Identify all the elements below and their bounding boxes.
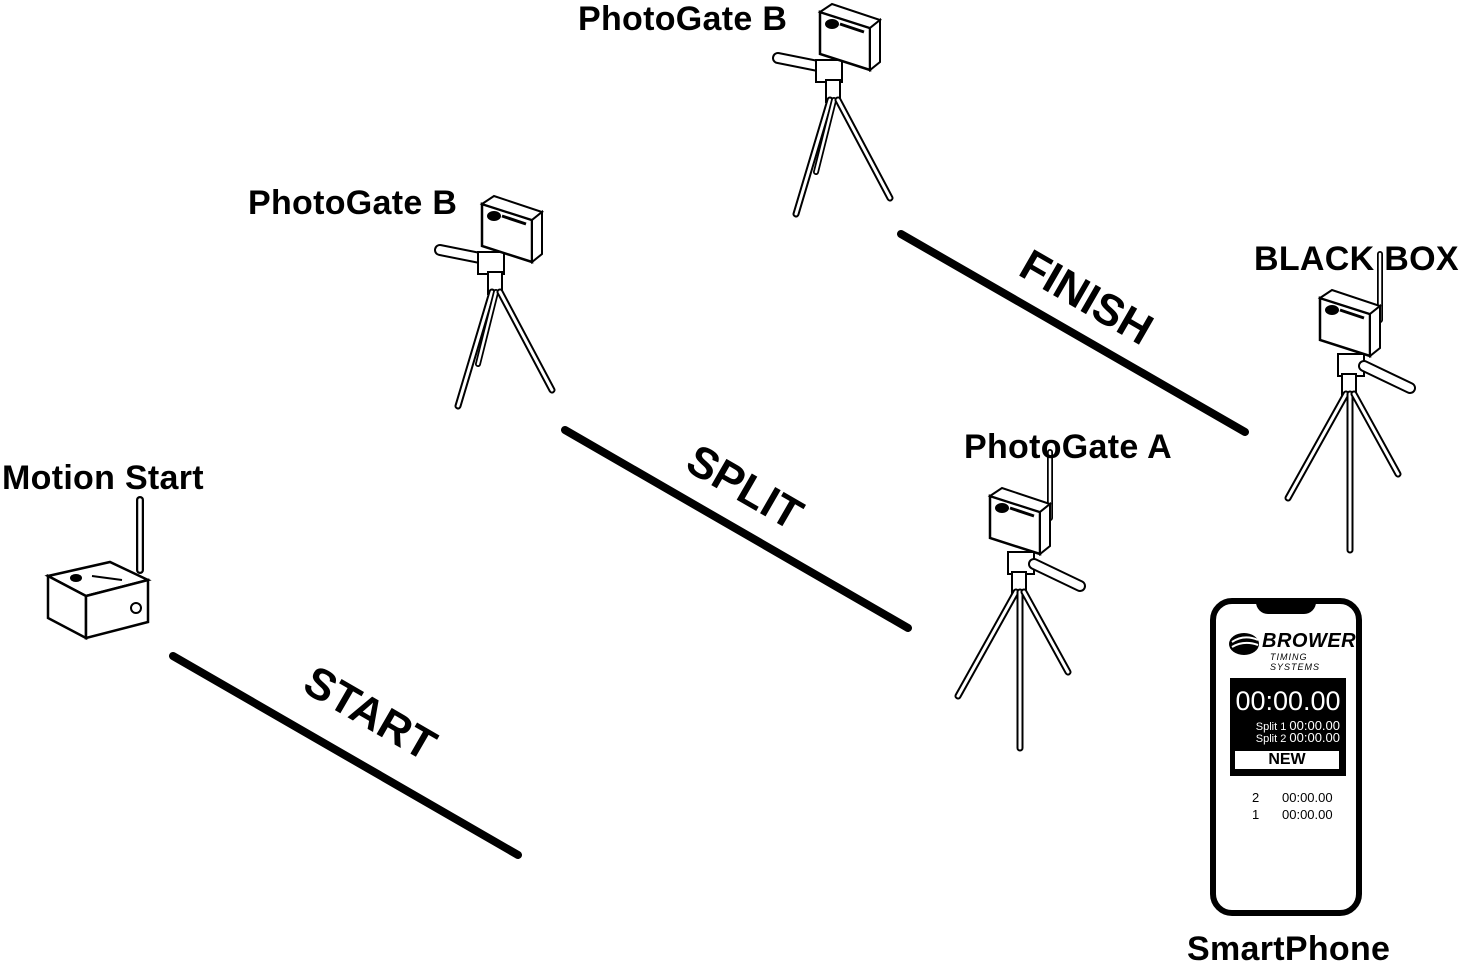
split-line <box>561 426 912 632</box>
label-smartphone: SmartPhone <box>1187 930 1391 968</box>
label-photogate-b-mid: PhotoGate B <box>248 184 458 222</box>
phone-notch <box>1256 598 1316 614</box>
brower-logo-icon <box>1229 633 1259 655</box>
motion-start-device-icon <box>44 496 152 641</box>
history-row: 1 00:00.00 <box>1252 807 1333 822</box>
phone-brand-logo: BROWER TIMING SYSTEMS <box>1228 628 1356 672</box>
split-2-row: Split 2 00:00.00 <box>1256 730 1340 745</box>
main-timer: 00:00.00 <box>1235 686 1341 716</box>
split-1-row: Split 1 00:00.00 <box>1256 718 1340 733</box>
black-box-icon <box>1288 254 1410 550</box>
phone-brand-subtitle: TIMING SYSTEMS <box>1270 652 1321 672</box>
smartphone-device: BROWER TIMING SYSTEMS 00:00.00 Split 1 0… <box>1210 598 1362 916</box>
history-time: 00:00.00 <box>1282 807 1333 822</box>
split-1-value: 00:00.00 <box>1289 718 1340 733</box>
history-row: 2 00:00.00 <box>1252 790 1333 805</box>
photogate-b-top-icon <box>778 4 890 214</box>
photogate-b-mid-icon <box>440 196 552 406</box>
phone-brand-name: BROWER <box>1262 630 1357 652</box>
label-photogate-a: PhotoGate A <box>964 428 1172 466</box>
photogate-a-icon <box>958 452 1080 748</box>
history-number: 2 <box>1252 790 1260 805</box>
split-1-label: Split 1 <box>1255 721 1287 733</box>
start-line <box>169 652 522 859</box>
new-button[interactable]: NEW <box>1234 750 1340 770</box>
split-2-value: 00:00.00 <box>1289 730 1340 745</box>
history-time: 00:00.00 <box>1282 790 1333 805</box>
label-motion-start: Motion Start <box>2 459 204 497</box>
history-number: 1 <box>1252 807 1260 822</box>
label-photogate-b-top: PhotoGate B <box>578 0 788 38</box>
finish-line <box>897 230 1249 436</box>
split-2-label: Split 2 <box>1255 733 1287 745</box>
label-black-box: BLACK BOX <box>1254 240 1459 278</box>
timer-display: 00:00.00 Split 1 00:00.00 Split 2 00:00.… <box>1230 678 1346 776</box>
